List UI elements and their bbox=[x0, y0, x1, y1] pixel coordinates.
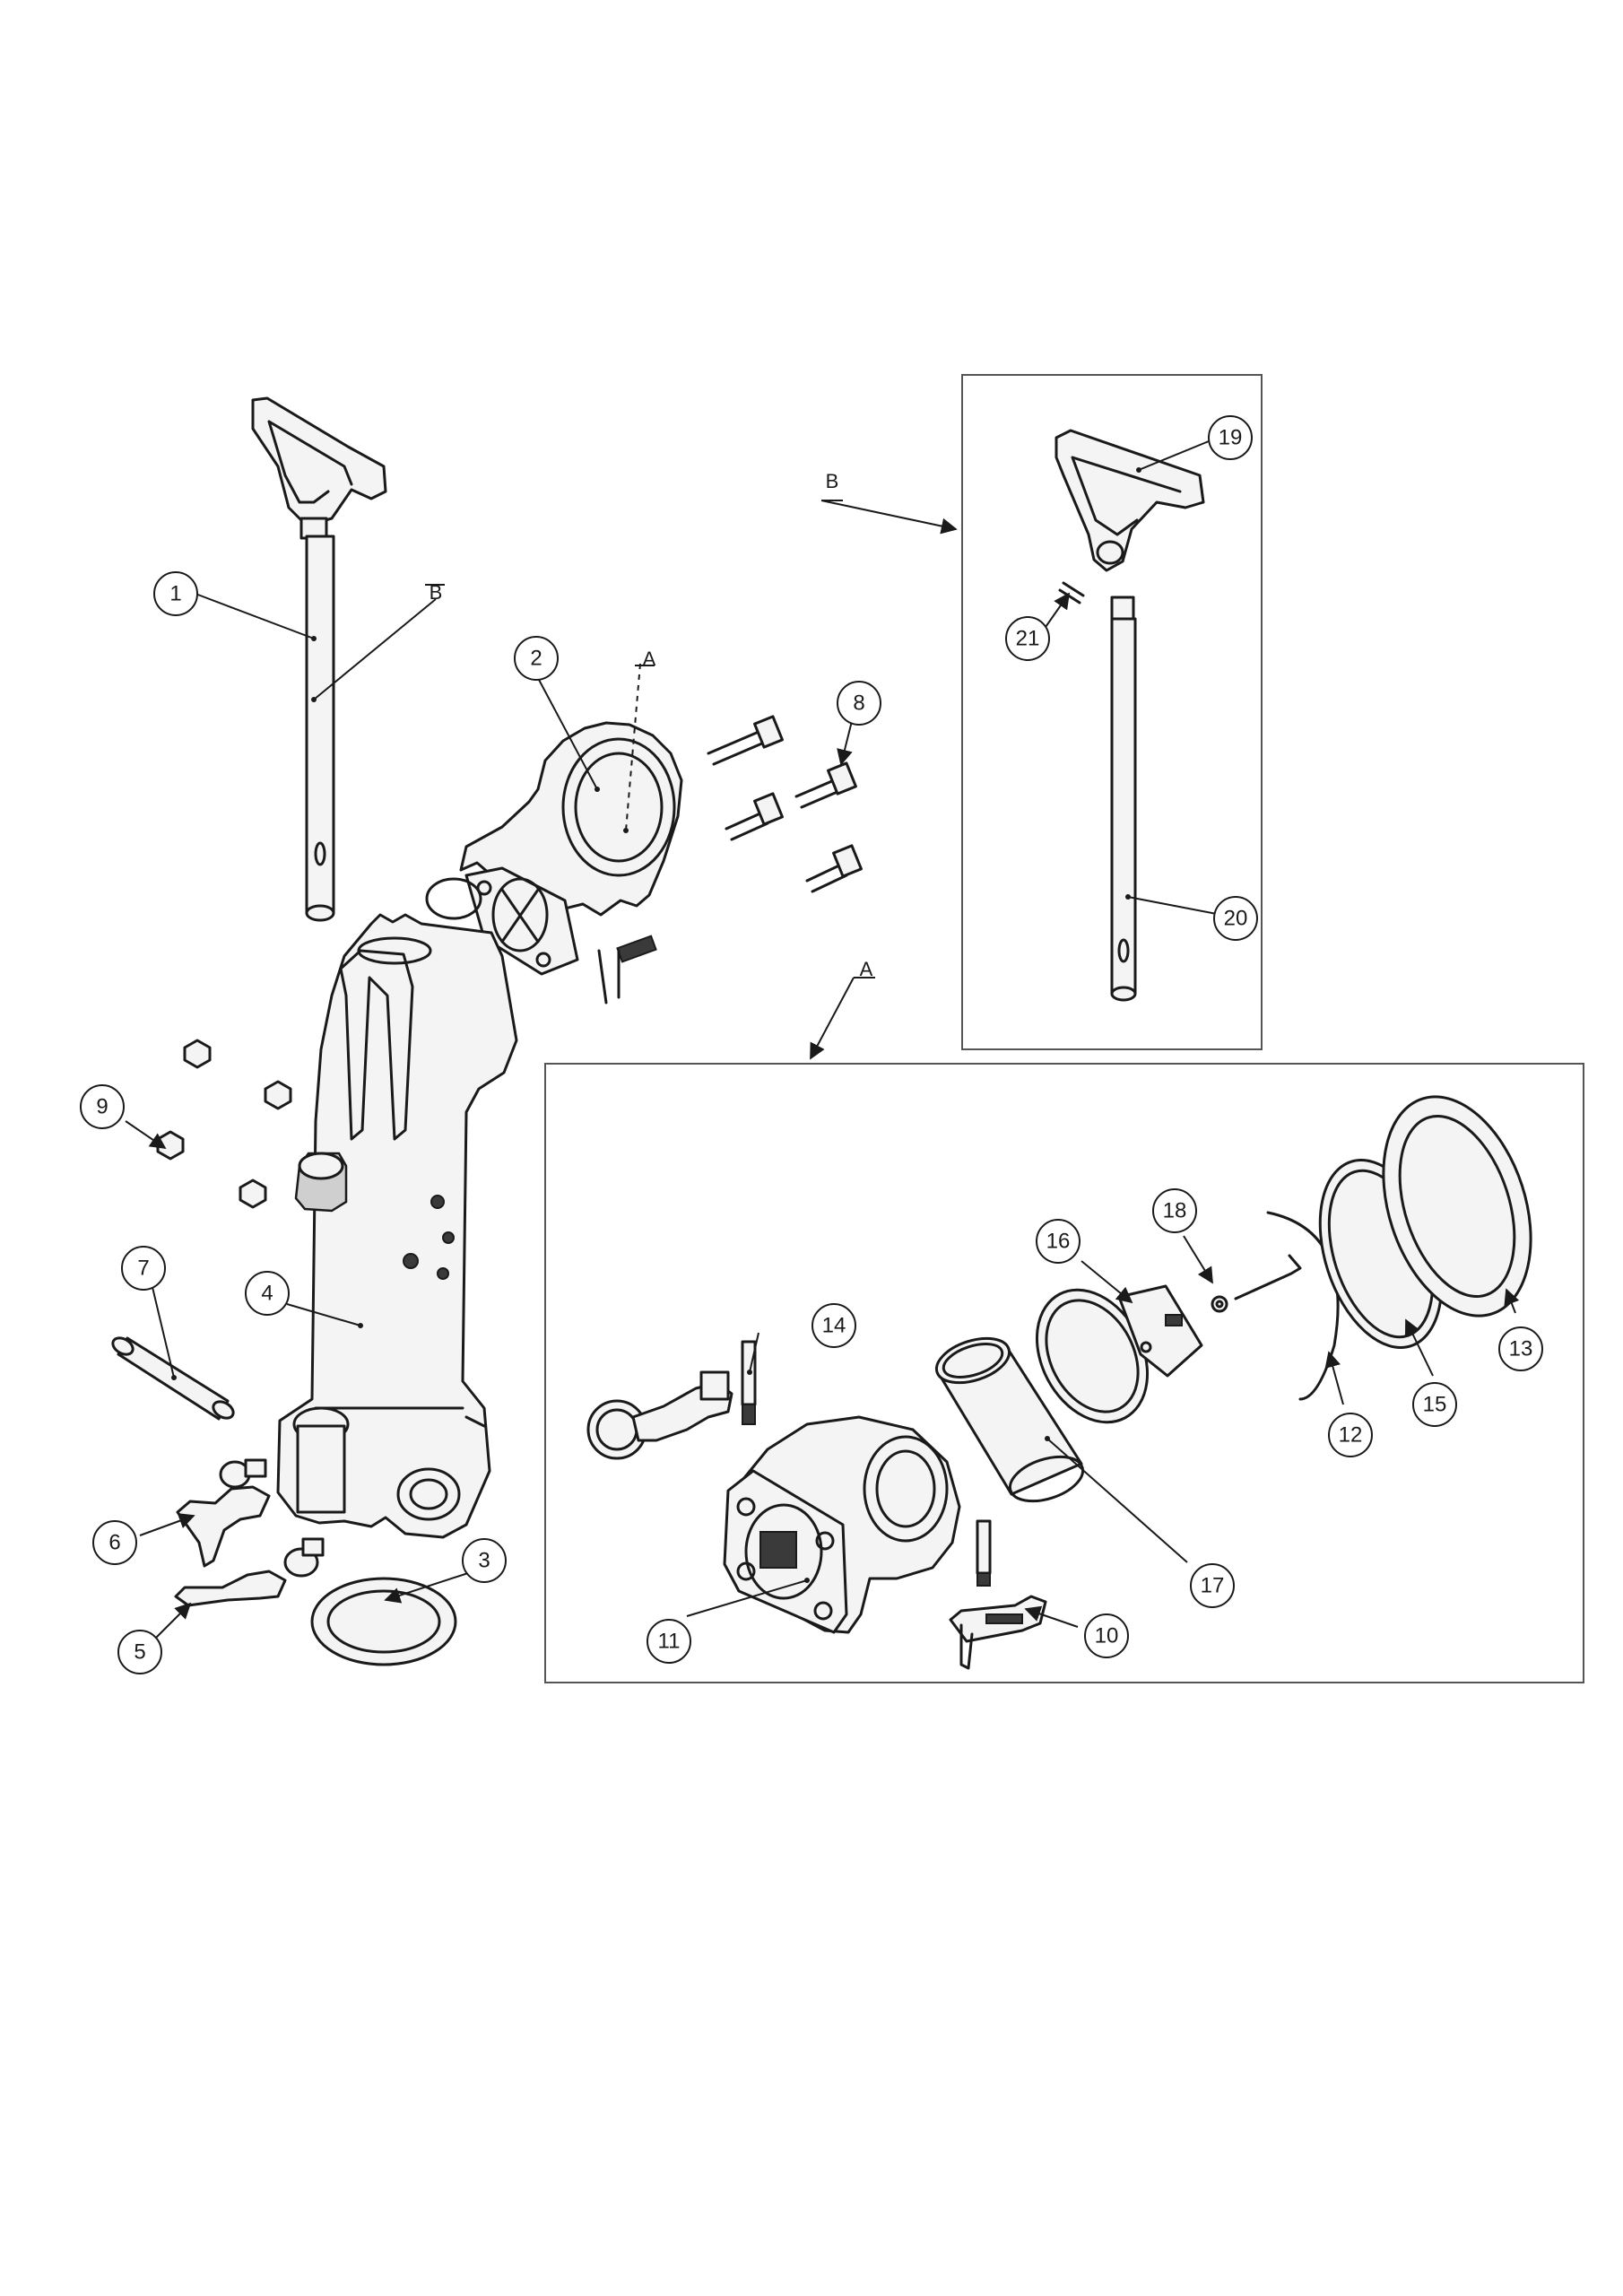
callout-11: 11 bbox=[647, 1619, 691, 1664]
callout-5: 5 bbox=[117, 1630, 162, 1674]
callout-16: 16 bbox=[1036, 1219, 1081, 1264]
callout-2: 2 bbox=[514, 636, 559, 681]
svg-text:20: 20 bbox=[1224, 907, 1248, 931]
ref-a-main: A bbox=[643, 648, 656, 670]
svg-text:13: 13 bbox=[1509, 1337, 1533, 1361]
callout-1: 1 bbox=[153, 571, 198, 616]
callouts: 1 2 3 4 5 6 7 8 9 10 11 12 13 14 15 16 1… bbox=[80, 415, 1543, 1674]
svg-text:18: 18 bbox=[1163, 1199, 1187, 1223]
svg-text:14: 14 bbox=[822, 1314, 846, 1338]
svg-text:17: 17 bbox=[1201, 1574, 1225, 1598]
ref-b-detail: B bbox=[826, 470, 839, 492]
leader-lines bbox=[125, 440, 1520, 1642]
svg-text:19: 19 bbox=[1219, 426, 1243, 450]
svg-text:21: 21 bbox=[1016, 627, 1040, 651]
cam-levers bbox=[174, 1458, 325, 1607]
svg-text:15: 15 bbox=[1423, 1393, 1447, 1417]
svg-text:2: 2 bbox=[530, 647, 542, 671]
handle-shaft-assembly bbox=[251, 396, 387, 922]
svg-text:11: 11 bbox=[658, 1630, 681, 1654]
callout-15: 15 bbox=[1412, 1382, 1457, 1427]
svg-text:9: 9 bbox=[96, 1095, 108, 1119]
nuts bbox=[156, 1039, 292, 1209]
svg-text:10: 10 bbox=[1095, 1624, 1119, 1648]
callout-9: 9 bbox=[80, 1084, 125, 1129]
callout-6: 6 bbox=[92, 1520, 137, 1565]
detail-frame-b bbox=[961, 374, 1263, 1050]
bolts bbox=[707, 715, 863, 893]
detail-frame-a bbox=[544, 1063, 1584, 1683]
detail-a-parts bbox=[586, 1095, 1532, 1670]
svg-text:3: 3 bbox=[478, 1549, 490, 1573]
svg-text:1: 1 bbox=[169, 582, 181, 606]
callout-21: 21 bbox=[1005, 616, 1050, 661]
svg-text:12: 12 bbox=[1339, 1423, 1363, 1448]
callout-13: 13 bbox=[1498, 1326, 1543, 1371]
svg-text:6: 6 bbox=[108, 1531, 120, 1555]
callout-10: 10 bbox=[1084, 1613, 1129, 1658]
svg-text:16: 16 bbox=[1046, 1230, 1071, 1254]
main-body bbox=[276, 913, 518, 1539]
callout-14: 14 bbox=[812, 1303, 856, 1348]
callout-4: 4 bbox=[245, 1271, 290, 1316]
svg-text:8: 8 bbox=[853, 691, 864, 716]
coupling-flange-assembly bbox=[425, 721, 683, 1004]
svg-text:7: 7 bbox=[137, 1257, 149, 1281]
callout-3: 3 bbox=[462, 1538, 507, 1583]
callout-8: 8 bbox=[837, 681, 881, 726]
detail-b-parts bbox=[1055, 429, 1205, 1002]
callout-17: 17 bbox=[1190, 1563, 1235, 1608]
callout-19: 19 bbox=[1208, 415, 1253, 460]
callout-7: 7 bbox=[121, 1246, 166, 1291]
callout-20: 20 bbox=[1213, 896, 1258, 941]
ref-a-detail: A bbox=[860, 958, 873, 980]
gasket bbox=[310, 1577, 457, 1666]
svg-text:4: 4 bbox=[261, 1282, 273, 1306]
callout-12: 12 bbox=[1328, 1413, 1373, 1457]
reference-letters: B A B A bbox=[430, 470, 873, 980]
callout-18: 18 bbox=[1152, 1188, 1197, 1233]
svg-text:5: 5 bbox=[134, 1640, 145, 1665]
ref-b-main: B bbox=[430, 581, 443, 604]
